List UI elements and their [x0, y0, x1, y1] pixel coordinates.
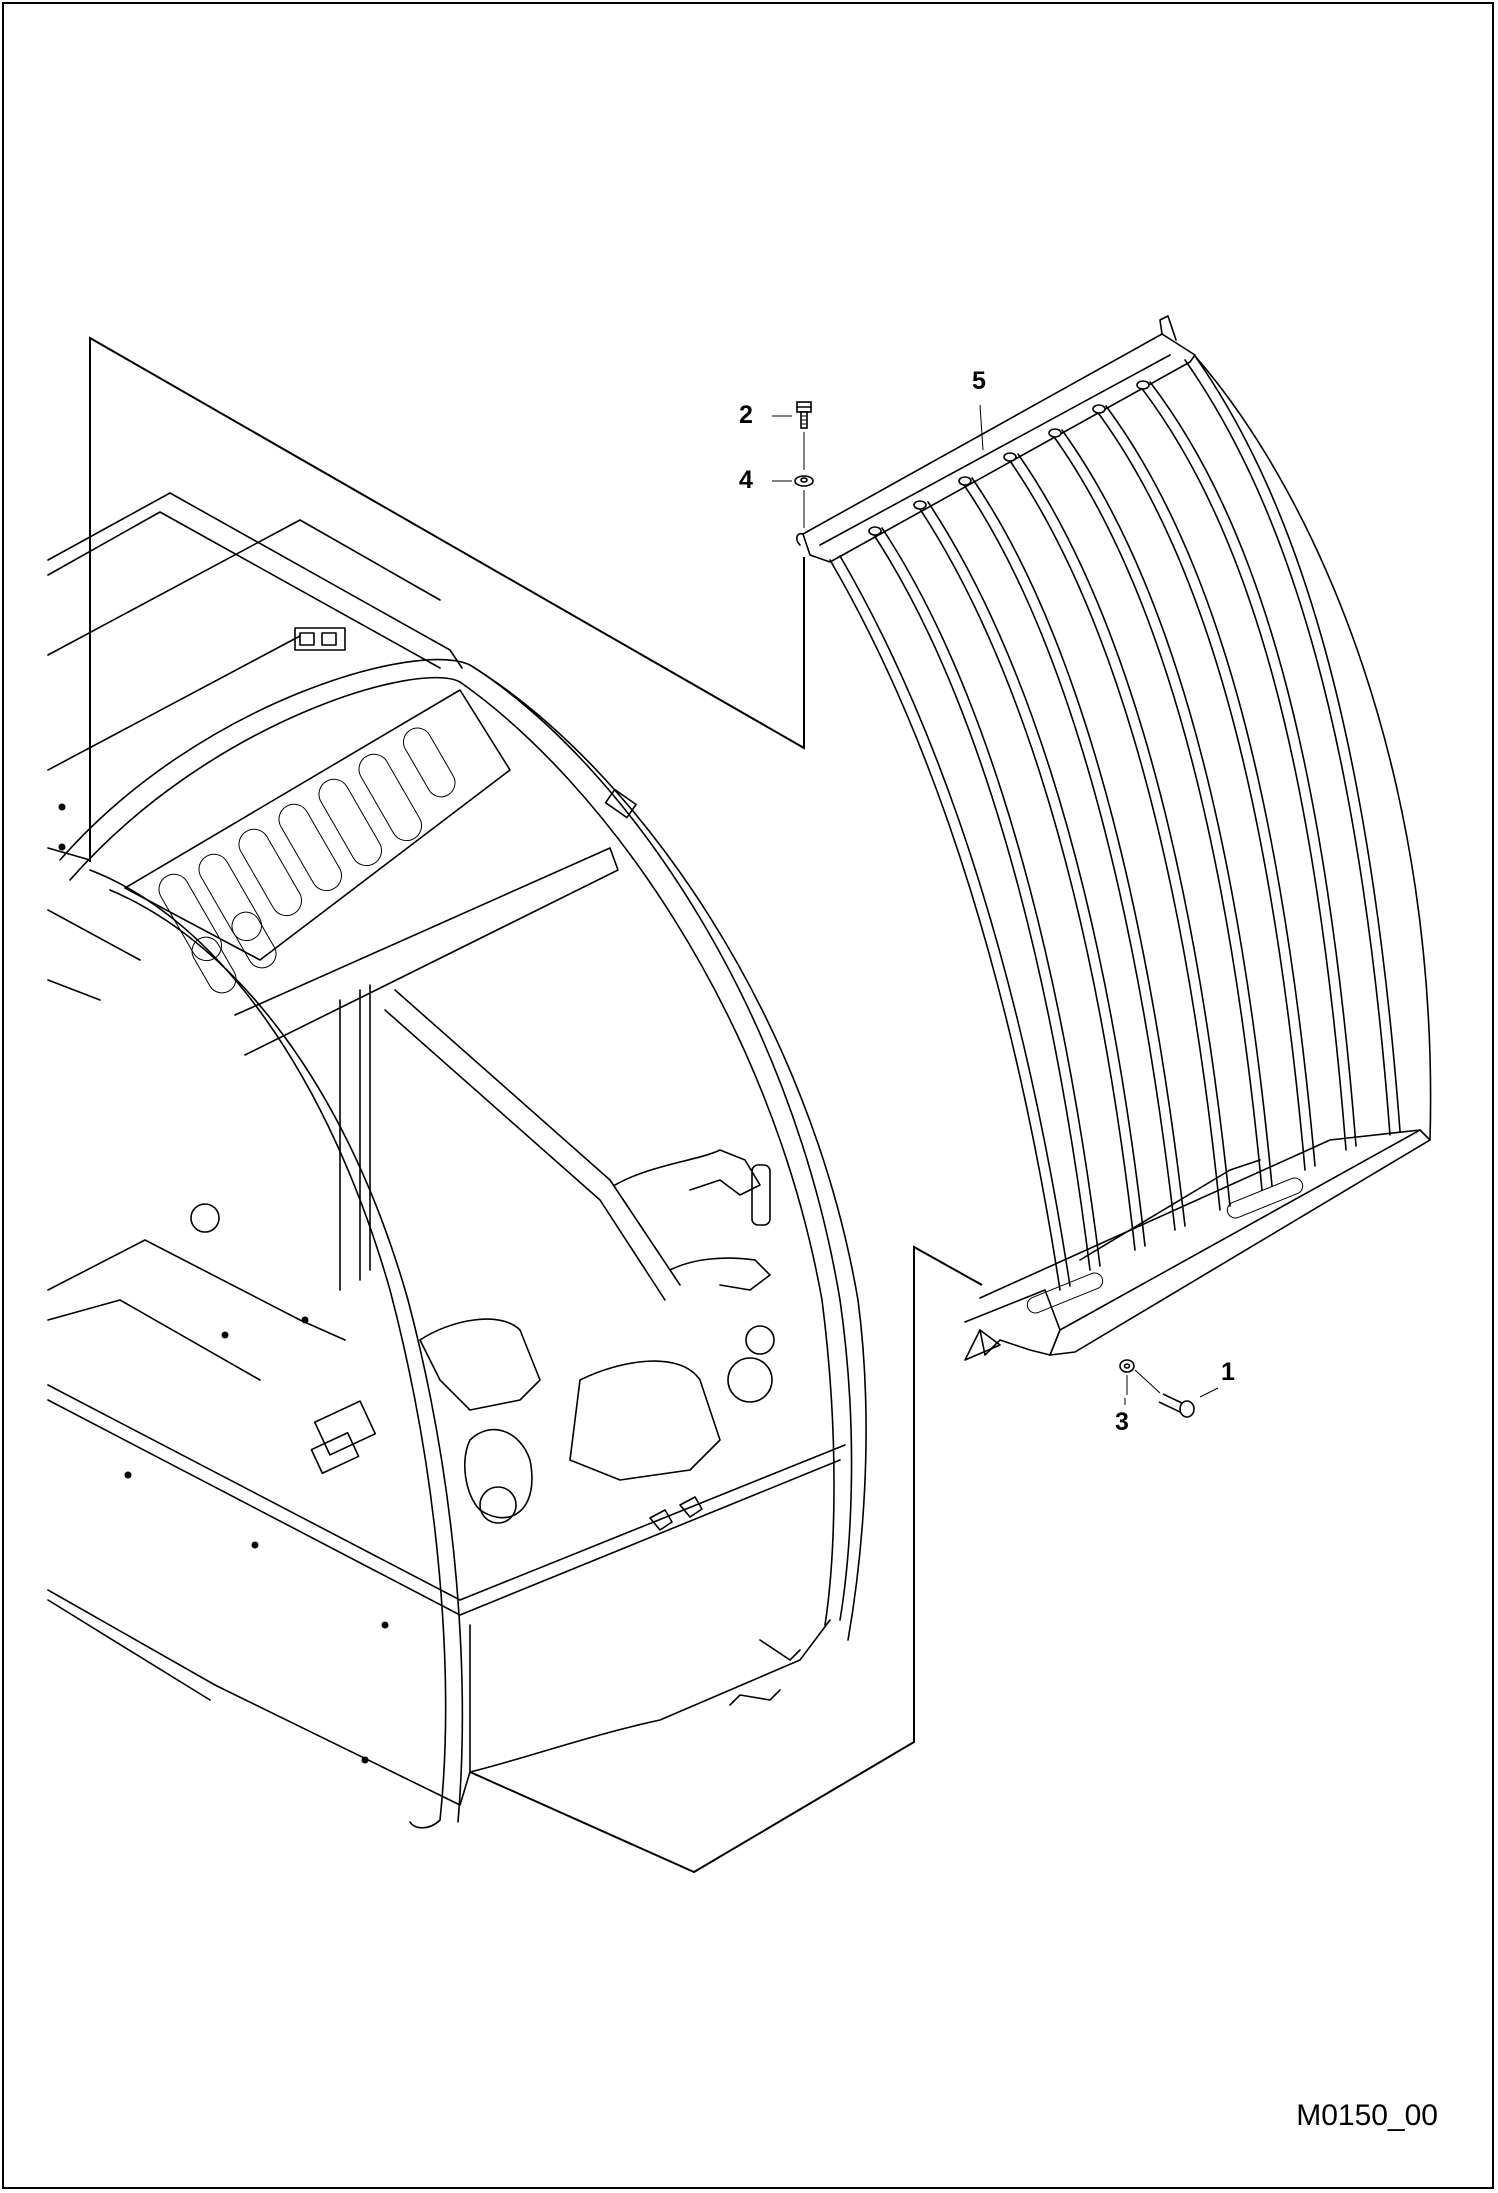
callout-5: 5	[972, 367, 986, 395]
cab-body	[47, 492, 867, 1829]
floor-fittings	[58, 803, 703, 1764]
callout-leaders	[772, 404, 1219, 1405]
callout-1: 1	[1221, 1358, 1235, 1386]
guard-bars	[829, 355, 1432, 1291]
bolt-item-2	[796, 401, 812, 429]
callout-4: 4	[739, 466, 753, 494]
front-guard-assembly	[796, 315, 1432, 1361]
roof-grille-slots	[158, 727, 456, 994]
bolt-item-1	[1158, 1393, 1195, 1418]
drawing-id-label: M0150_00	[1296, 2099, 1438, 2132]
callout-3: 3	[1115, 1408, 1129, 1436]
washer-item-4	[794, 475, 814, 487]
reference-bracket-lines	[89, 336, 983, 1874]
washer-item-3	[1119, 1359, 1135, 1373]
callout-2: 2	[739, 401, 753, 429]
guard-bar-caps	[868, 380, 1150, 536]
